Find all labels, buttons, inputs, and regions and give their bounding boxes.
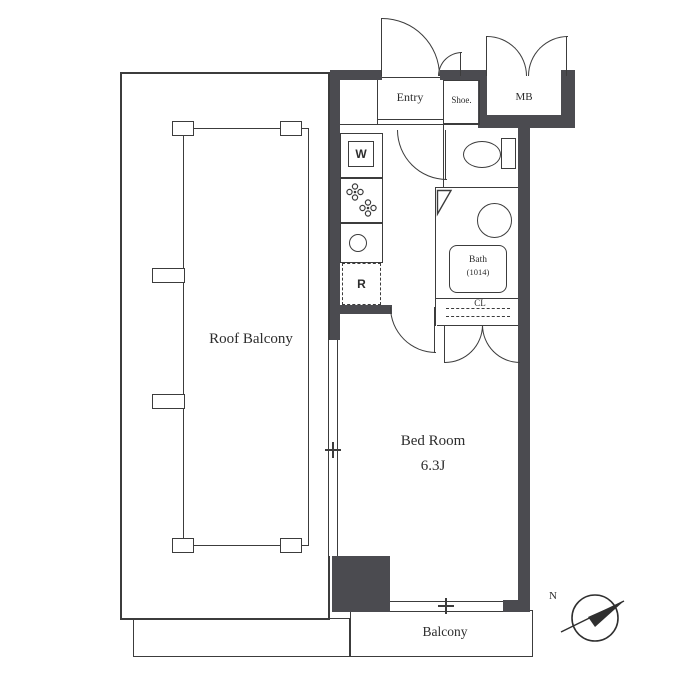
bath-sink-icon (477, 203, 512, 238)
window-cross-mark (332, 442, 334, 458)
bath-label: Bath (469, 255, 487, 265)
hall-door-arc (397, 130, 447, 180)
line-bath-left (435, 187, 436, 298)
closet-door-arc-right (482, 325, 520, 363)
wall-hall-bedroom (330, 305, 392, 314)
sink-drain-icon (349, 234, 367, 252)
entry-door-leaf-small (460, 52, 461, 76)
stove-burners-icon (346, 183, 377, 217)
wall-bottom-right (503, 600, 530, 612)
closet-door-leaf-left (444, 325, 445, 363)
mb-door-arc-right (528, 36, 568, 76)
wall-left (330, 70, 340, 340)
railing-post (172, 121, 194, 136)
railing-post (152, 394, 185, 409)
mb-label: MB (515, 91, 533, 104)
railing-post (172, 538, 194, 553)
line-entry-step (340, 124, 480, 125)
mb-door-leaf-right (566, 36, 567, 76)
compass-north-label: N (549, 590, 557, 602)
entry-door-arc-small (438, 52, 462, 76)
shoe-cabinet (443, 80, 480, 124)
wall-mb-left (478, 70, 487, 128)
sink-box (340, 223, 383, 263)
wall-top-mid (440, 70, 487, 80)
wall-right (518, 128, 530, 612)
line-entry-threshold (382, 77, 440, 78)
bedroom-door-leaf (434, 307, 435, 353)
bathtub (449, 245, 507, 293)
refrigerator-space: R (342, 263, 381, 305)
bath-size-label: (1014) (466, 267, 490, 277)
stove-box (340, 178, 383, 223)
balcony-label: Balcony (422, 624, 468, 639)
wall-mb-bottom (478, 115, 575, 128)
hall-door-leaf (445, 130, 446, 180)
line-entry-step-inner (377, 119, 443, 120)
bath-door-icon (436, 189, 453, 217)
mb-door-leaf-left (486, 36, 487, 76)
window-cross-mark (445, 598, 447, 614)
line-bath-top (435, 187, 518, 188)
mb-door-arc-left (487, 36, 527, 76)
washer-box (340, 133, 383, 178)
lower-step-outline (133, 618, 350, 657)
bedroom-door-arc (390, 307, 436, 353)
toilet-bowl-icon (463, 141, 501, 168)
line-entry-left (377, 80, 378, 124)
closet-door-arc-left (445, 325, 483, 363)
wall-mb-right (561, 70, 575, 128)
toilet-tank-icon (501, 138, 516, 169)
railing-post (280, 538, 302, 553)
compass-icon (560, 594, 625, 642)
washer-icon: W (348, 141, 374, 167)
railing-post (152, 268, 185, 283)
railing-post (280, 121, 302, 136)
bedroom-label: Bed Room (400, 433, 466, 449)
roof-balcony-label: Roof Balcony (209, 331, 293, 347)
shoe-label: Shoe. (451, 95, 472, 105)
entry-door-leaf (381, 18, 382, 76)
closet-label: CL (474, 298, 486, 308)
closet-hanger-pipe (446, 308, 510, 317)
entry-door-arc (382, 18, 440, 76)
roof-balcony-railing (183, 128, 309, 546)
line-bath-bottom (435, 298, 518, 299)
wall-top-left (330, 70, 382, 80)
wall-bedroom-corner (332, 556, 390, 612)
entry-label: Entry (396, 90, 424, 104)
bedroom-size-label: 6.3J (420, 458, 446, 474)
